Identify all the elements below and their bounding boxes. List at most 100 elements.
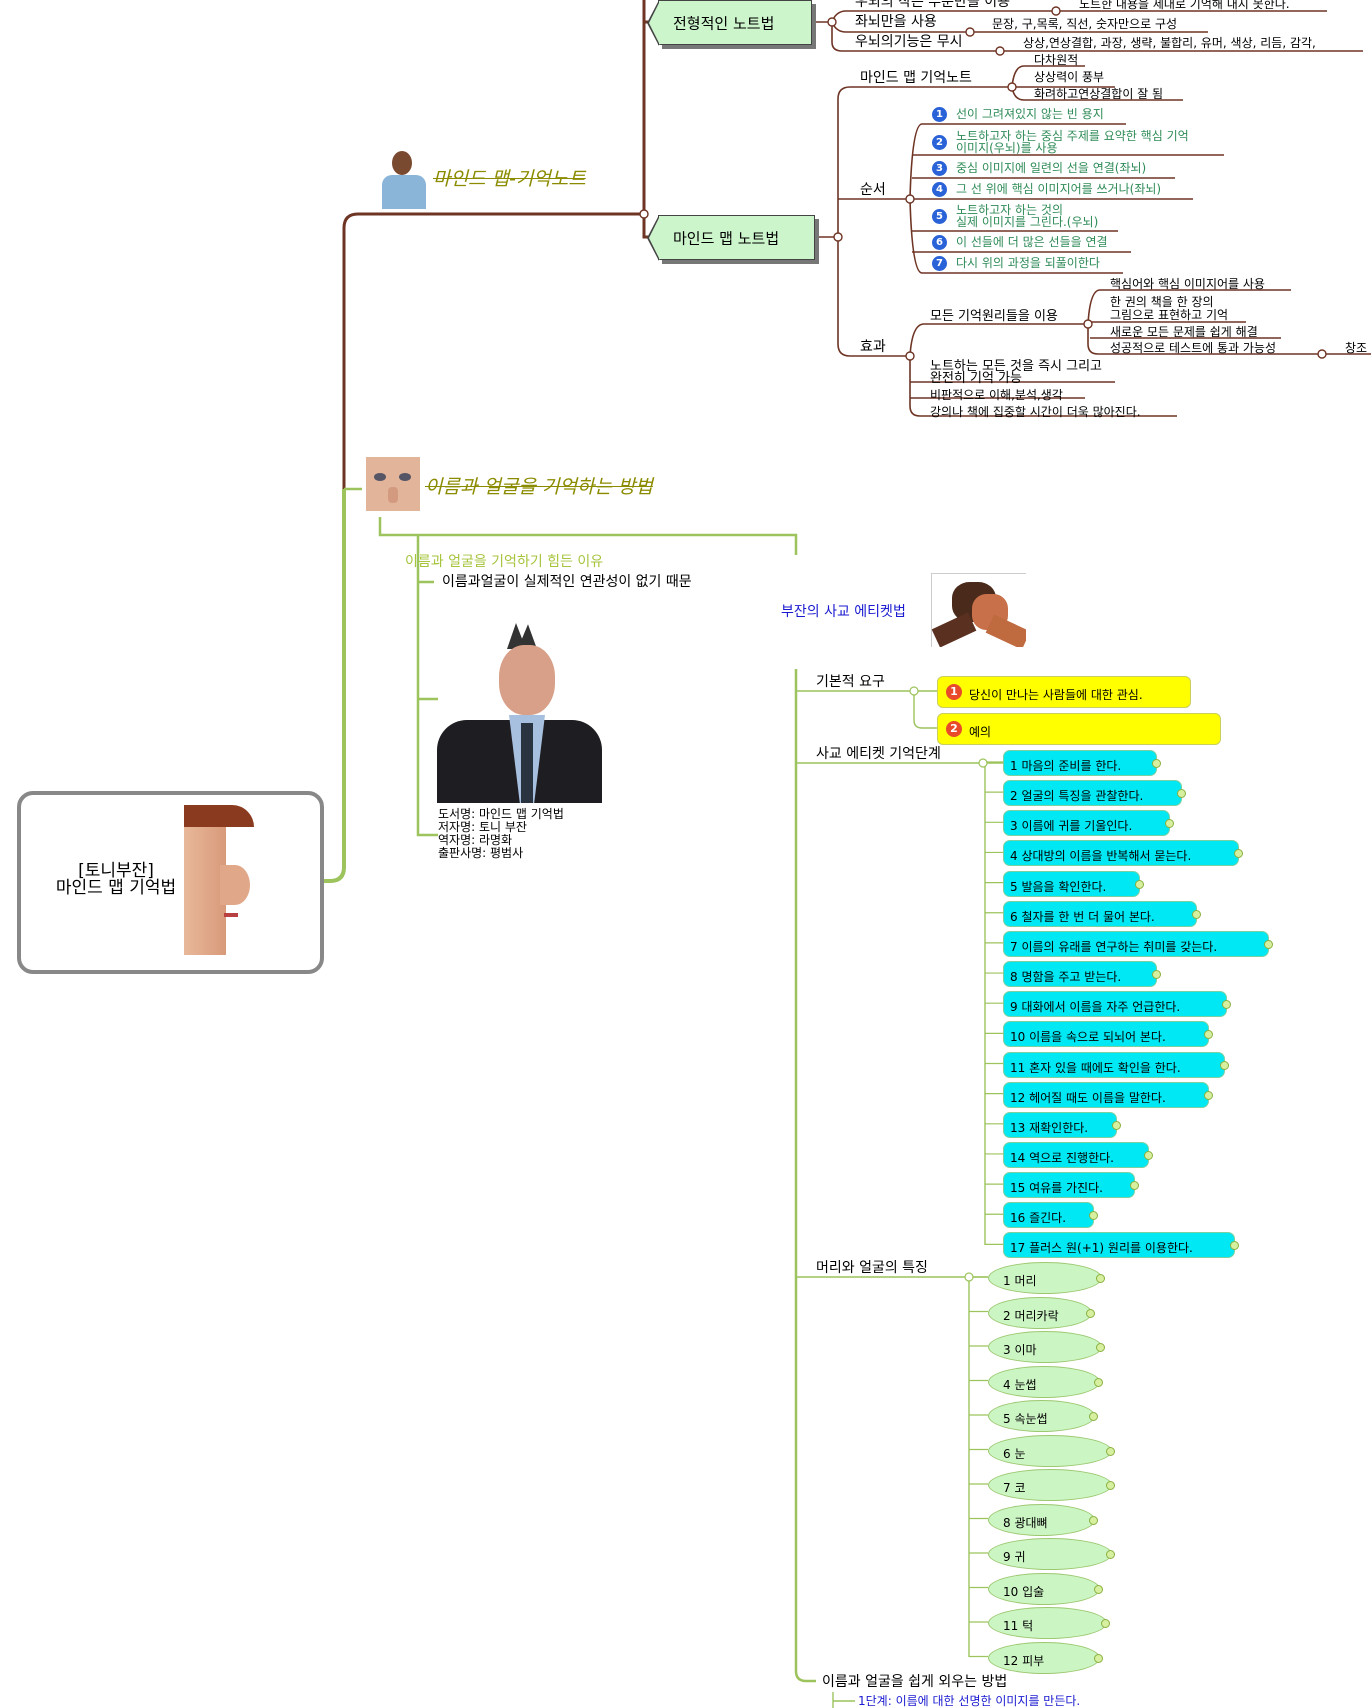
feature-item[interactable]: 8 광대뼈 bbox=[988, 1503, 1098, 1536]
etiquette-step[interactable]: 5 발음을 확인한다. bbox=[1003, 870, 1144, 897]
typical-detail-3[interactable]: 상상,연상결합, 과장, 생략, 불합리, 유머, 색상, 리듬, 감각, bbox=[1023, 36, 1316, 50]
expand-plus-icon[interactable] bbox=[1234, 849, 1243, 859]
etiquette-step[interactable]: 15 여유를 가진다. bbox=[1003, 1172, 1139, 1199]
order-item[interactable]: 중심 이미지에 일련의 선을 연결(좌뇌) bbox=[956, 161, 1147, 175]
principle-item[interactable]: 성공적으로 테스트에 통과 가능성 bbox=[1110, 341, 1277, 355]
etiquette-step[interactable]: 9 대화에서 이름을 자주 언급한다. bbox=[1003, 991, 1231, 1018]
typical-item-3[interactable]: 우뇌의기능은 무시 bbox=[855, 34, 963, 50]
order-label[interactable]: 순서 bbox=[860, 182, 886, 198]
basic-needs-label[interactable]: 기본적 요구 bbox=[816, 674, 885, 690]
easy-step-1[interactable]: 1단계: 이름에 대한 선명한 이미지를 만든다. bbox=[858, 1694, 1081, 1708]
etiquette-step[interactable]: 13 재확인한다. bbox=[1003, 1111, 1121, 1138]
order-item[interactable]: 노트하고자 하는 중심 주제를 요약한 핵심 기억 bbox=[956, 129, 1189, 143]
etiquette-step[interactable]: 10 이름을 속으로 되뇌어 본다. bbox=[1003, 1021, 1213, 1048]
principle-item[interactable]: 한 권의 책을 한 장의 bbox=[1110, 295, 1214, 309]
easy-method-label[interactable]: 이름과 얼굴을 쉽게 외우는 방법 bbox=[822, 1674, 1008, 1690]
typical-item-1[interactable]: 우뇌의 작은 부분만을 이용 bbox=[855, 0, 1011, 10]
effect-item[interactable]: 강의나 책에 집중할 시간이 더욱 많아진다. bbox=[930, 405, 1141, 419]
feature-item[interactable]: 9 귀 bbox=[988, 1538, 1115, 1570]
etiquette-step[interactable]: 7 이름의 유래를 연구하는 취미를 갖는다. bbox=[1003, 930, 1273, 957]
etiquette-step[interactable]: 17 플러스 원(+1) 원리를 이용한다. bbox=[1003, 1232, 1239, 1259]
memory-note-item[interactable]: 화려하고연상결합이 잘 됨 bbox=[1034, 87, 1164, 101]
etiquette-step[interactable]: 2 얼굴의 특징을 관찰한다. bbox=[1003, 780, 1186, 807]
feature-item[interactable]: 1 머리 bbox=[988, 1262, 1105, 1294]
order-item[interactable]: 이미지(우뇌)를 사용 bbox=[956, 141, 1058, 155]
expand-plus-icon[interactable] bbox=[1094, 1377, 1103, 1387]
features-label[interactable]: 머리와 얼굴의 특징 bbox=[816, 1260, 928, 1276]
typical-detail-1[interactable]: 노트한 내용을 제대로 기억해 내지 못한다. bbox=[1079, 0, 1290, 11]
etiquette-step[interactable]: 3 이름에 귀를 기울인다. bbox=[1003, 810, 1174, 837]
creation-item[interactable]: 창조 bbox=[1345, 341, 1368, 355]
feature-item[interactable]: 11 턱 bbox=[988, 1607, 1110, 1639]
expand-plus-icon[interactable] bbox=[1220, 1060, 1229, 1070]
expand-plus-icon[interactable] bbox=[1130, 1181, 1139, 1191]
memory-note-item[interactable]: 다차원적 bbox=[1034, 53, 1079, 67]
typical-item-2[interactable]: 좌뇌만을 사용 bbox=[855, 14, 937, 30]
expand-plus-icon[interactable] bbox=[1204, 1030, 1213, 1040]
expand-plus-icon[interactable] bbox=[1152, 970, 1161, 980]
expand-plus-icon[interactable] bbox=[1112, 1120, 1121, 1130]
etiquette-step[interactable]: 11 혼자 있을 때에도 확인을 한다. bbox=[1003, 1051, 1229, 1078]
expand-plus-icon[interactable] bbox=[1089, 1515, 1098, 1525]
expand-plus-icon[interactable] bbox=[1222, 1000, 1231, 1010]
etiquette-step[interactable]: 8 명함을 주고 받는다. bbox=[1003, 961, 1161, 988]
effect-item[interactable]: 완전히 기억 가능 bbox=[930, 371, 1022, 386]
expand-plus-icon[interactable] bbox=[1106, 1481, 1115, 1490]
expand-plus-icon[interactable] bbox=[1230, 1241, 1239, 1251]
principle-item[interactable]: 그림으로 표현하고 기억 bbox=[1110, 308, 1229, 322]
etiquette-step[interactable]: 4 상대방의 이름을 반복해서 묻는다. bbox=[1003, 840, 1243, 867]
etiquette-step[interactable]: 14 역으로 진행한다. bbox=[1003, 1141, 1153, 1168]
typical-note-node[interactable]: 전형적인 노트법 bbox=[647, 0, 812, 46]
order-item[interactable]: 노트하고자 하는 것의 bbox=[956, 203, 1063, 217]
etiquette-step[interactable]: 12 헤어질 때도 이름을 말한다. bbox=[1003, 1081, 1213, 1108]
feature-item[interactable]: 3 이마 bbox=[988, 1331, 1105, 1363]
feature-item[interactable]: 5 속눈썹 bbox=[988, 1400, 1098, 1432]
expand-plus-icon[interactable] bbox=[1094, 1653, 1103, 1663]
etiquette-title[interactable]: 부잔의 사교 에티켓법 bbox=[781, 604, 906, 620]
expand-plus-icon[interactable] bbox=[1094, 1584, 1103, 1594]
mindmap-note-node[interactable]: 마인드 맵 노트법 bbox=[647, 215, 815, 261]
order-item[interactable]: 선이 그려져있지 않는 빈 용지 bbox=[956, 107, 1104, 121]
expand-plus-icon[interactable] bbox=[1101, 1619, 1110, 1628]
why-hard-label[interactable]: 이름과 얼굴을 기억하기 힘든 이유 bbox=[405, 554, 604, 570]
etiquette-step[interactable]: 6 철자를 한 번 더 물어 본다. bbox=[1003, 900, 1201, 927]
branch-title-mindmap[interactable]: 마인드 맵-기억노트 bbox=[433, 168, 586, 190]
expand-plus-icon[interactable] bbox=[1192, 909, 1201, 919]
effect-label[interactable]: 효과 bbox=[860, 339, 886, 355]
feature-item[interactable]: 10 입술 bbox=[988, 1572, 1103, 1605]
order-item[interactable]: 이 선들에 더 많은 선들을 연결 bbox=[956, 235, 1108, 249]
expand-plus-icon[interactable] bbox=[1152, 759, 1161, 768]
expand-plus-icon[interactable] bbox=[1096, 1343, 1105, 1352]
expand-plus-icon[interactable] bbox=[1144, 1150, 1153, 1160]
expand-plus-icon[interactable] bbox=[1089, 1211, 1098, 1221]
basic-need-interest[interactable]: 1 당신이 만나는 사람들에 대한 관심. bbox=[937, 676, 1191, 708]
expand-plus-icon[interactable] bbox=[1096, 1274, 1105, 1283]
expand-plus-icon[interactable] bbox=[1204, 1090, 1213, 1100]
expand-plus-icon[interactable] bbox=[1089, 1412, 1098, 1421]
order-item[interactable]: 다시 위의 과정을 되풀이한다 bbox=[956, 256, 1100, 270]
order-item[interactable]: 실제 이미지를 그린다.(우뇌) bbox=[956, 215, 1099, 229]
expand-plus-icon[interactable] bbox=[1086, 1308, 1095, 1318]
etiquette-step[interactable]: 16 즐긴다. bbox=[1003, 1202, 1098, 1229]
memory-note-item[interactable]: 상상력이 풍부 bbox=[1034, 70, 1105, 84]
principle-item[interactable]: 핵심어와 핵심 이미지어를 사용 bbox=[1110, 277, 1265, 291]
all-principles-label[interactable]: 모든 기억원리들을 이용 bbox=[930, 309, 1058, 324]
expand-plus-icon[interactable] bbox=[1106, 1550, 1115, 1559]
why-hard-reason[interactable]: 이름과얼굴이 실제적인 연관성이 없기 때문 bbox=[442, 574, 692, 590]
feature-item[interactable]: 2 머리카락 bbox=[988, 1296, 1095, 1329]
steps-label[interactable]: 사교 에티켓 기억단계 bbox=[816, 746, 941, 762]
memory-note-label[interactable]: 마인드 맵 기억노트 bbox=[860, 70, 972, 86]
expand-plus-icon[interactable] bbox=[1177, 789, 1186, 799]
basic-need-courtesy[interactable]: 2 예의 bbox=[937, 713, 1221, 745]
effect-item[interactable]: 비판적으로 이해,분석,생각 bbox=[930, 388, 1063, 402]
feature-item[interactable]: 7 코 bbox=[988, 1469, 1115, 1501]
feature-item[interactable]: 6 눈 bbox=[988, 1434, 1115, 1467]
feature-item[interactable]: 4 눈썹 bbox=[988, 1365, 1103, 1398]
etiquette-step[interactable]: 1 마음의 준비를 한다. bbox=[1003, 750, 1161, 776]
typical-detail-2[interactable]: 문장, 구,목록, 직선, 숫자만으로 구성 bbox=[992, 17, 1178, 31]
expand-plus-icon[interactable] bbox=[1264, 939, 1273, 949]
principle-item[interactable]: 새로운 모든 문제를 쉽게 해결 bbox=[1110, 325, 1258, 339]
expand-plus-icon[interactable] bbox=[1106, 1446, 1115, 1456]
central-topic[interactable]: [토니부잔] 마인드 맵 기억법 bbox=[17, 791, 324, 974]
expand-plus-icon[interactable] bbox=[1135, 879, 1144, 889]
